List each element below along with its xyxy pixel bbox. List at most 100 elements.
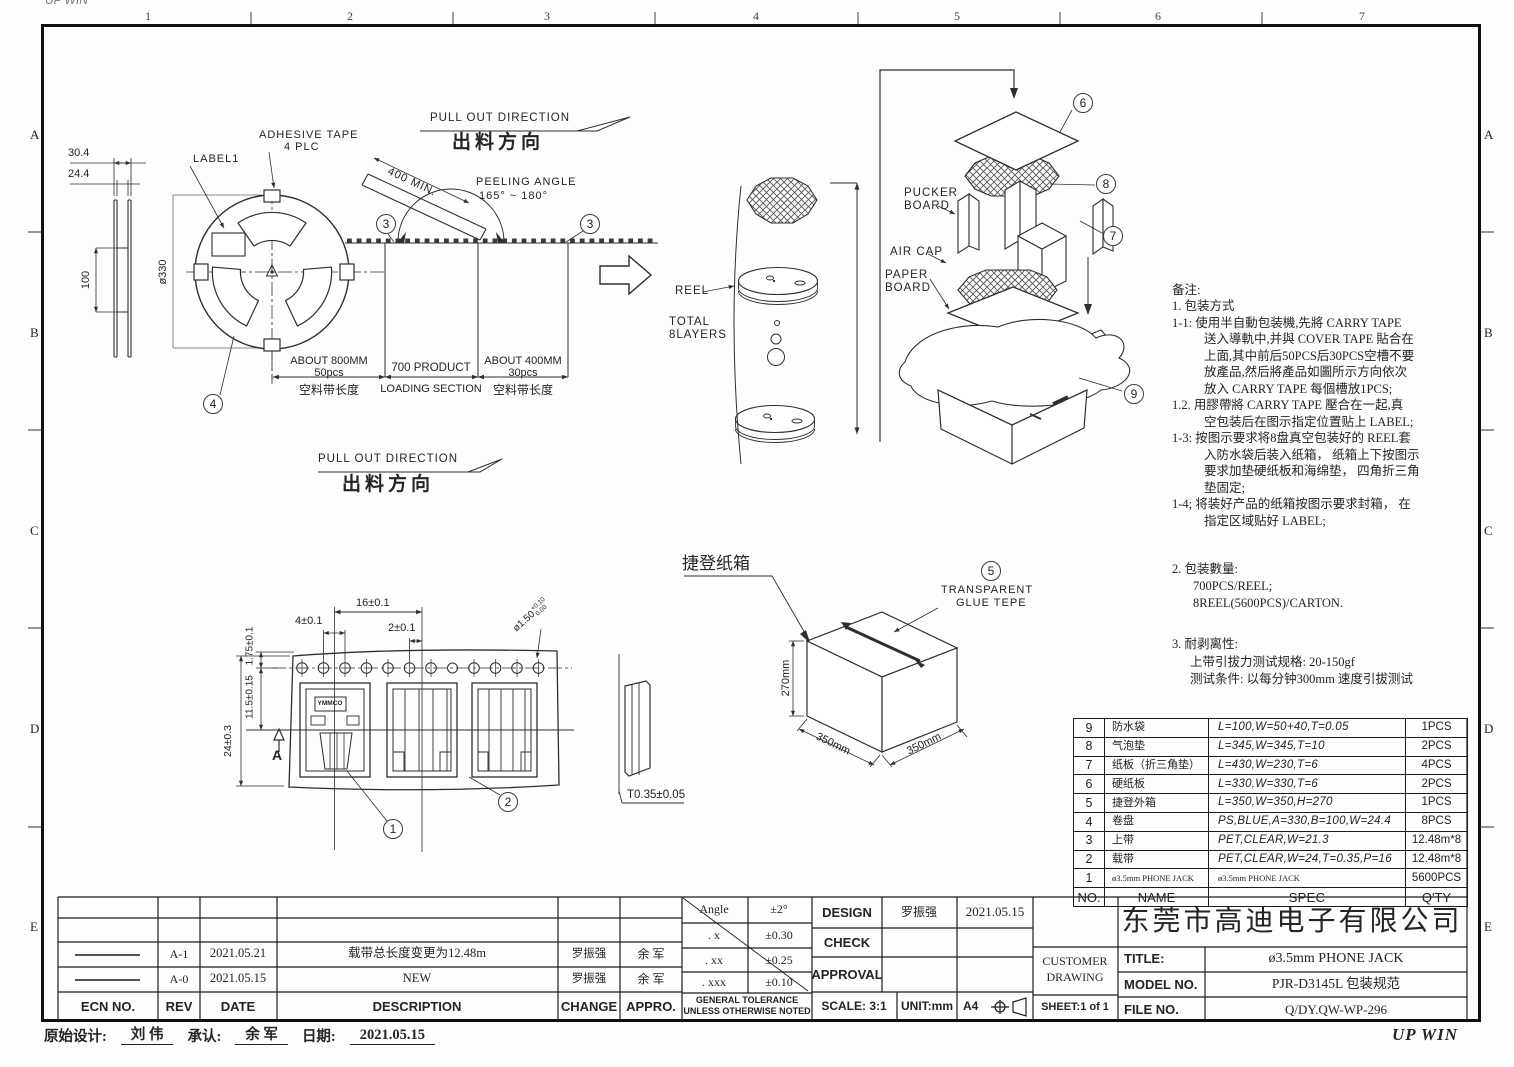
rev-header-appro: APPRO.	[626, 999, 676, 1014]
pullout-direction-top-cn: 出料方向	[452, 132, 545, 153]
notes-line: 放產品,然后將產品如圖所示方向依次	[1204, 365, 1408, 379]
check-label: CHECK	[823, 935, 871, 950]
reel-dim-outer: 30.4	[68, 147, 90, 159]
tol-item-x: . x	[708, 928, 720, 942]
title-label: TITLE:	[1124, 951, 1165, 966]
notes-line: 送入導軌中,并與 COVER TAPE 貼合在	[1204, 332, 1414, 346]
sheet-value: SHEET:1 of 1	[1041, 1001, 1109, 1013]
pullout-direction-2-cn: 出料方向	[342, 474, 435, 495]
dim-16: 16±0.1	[356, 597, 390, 609]
model-value: PJR-D3145L 包装规范	[1271, 976, 1401, 991]
sec-right-pcs: 30pcs	[508, 367, 538, 379]
adhesive-tape-label: ADHESIVE TAPE	[259, 129, 359, 141]
balloon-5: 5	[981, 561, 1001, 581]
product-marking: YMMCO	[317, 700, 343, 707]
section-a-letter: A	[272, 747, 283, 763]
sec-right-mm: ABOUT 400MM	[484, 355, 562, 367]
grid-ref-left-c: C	[30, 523, 39, 538]
part-spec: ø3.5mm PHONE JACK	[1208, 868, 1406, 889]
balloon-2: 2	[498, 792, 518, 812]
part-name: 上带	[1104, 830, 1209, 851]
tol-note-1: GENERAL TOLERANCE	[695, 995, 799, 1005]
sec-left-mm: ABOUT 800MM	[290, 355, 368, 367]
notes-line: 1. 包装方式	[1172, 299, 1235, 313]
sec-left-pcs: 50pcs	[314, 367, 344, 379]
tol-item-angle: Angle	[699, 902, 729, 916]
part-no: 9	[1073, 718, 1105, 738]
grid-ref-top-1: 1	[145, 9, 151, 23]
part-spec: PS,BLUE,A=330,B=100,W=24.4	[1208, 811, 1406, 832]
designer-name: 罗振强	[900, 905, 938, 919]
part-spec: L=100,W=50+40,T=0.05	[1208, 718, 1406, 738]
part-qty: 12.48m*8	[1405, 830, 1468, 851]
grid-ref-top-7: 7	[1359, 9, 1365, 23]
notes-line: 1-3: 按图示要求将8盘真空包装好的 REEL套	[1172, 431, 1411, 445]
tape-thickness: T0.35±0.05	[627, 789, 686, 801]
notes-line: 上带引拔力测试规格: 20-150gf	[1190, 655, 1355, 669]
balloon-4: 4	[203, 394, 223, 414]
total-label: TOTAL	[669, 316, 710, 328]
grid-ref-right-e: E	[1484, 919, 1492, 934]
customer-drawing-1: CUSTOMER	[1042, 954, 1108, 968]
grid-ref-left-b: B	[30, 325, 39, 340]
part-qty: 5600PCS	[1405, 868, 1468, 889]
notes-line: 测试条件: 以每分钟300mm 速度引拔测试	[1190, 672, 1413, 686]
rev-a0-desc: NEW	[402, 971, 432, 985]
notes-line: 1.2. 用膠帶將 CARRY TAPE 壓合在一起,真	[1172, 398, 1404, 412]
rev-a1-change: 罗振强	[571, 948, 607, 960]
carton-view	[684, 575, 968, 768]
glue-tape-label-2: GLUE TEPE	[956, 597, 1027, 609]
grid-ref-right-c: C	[1484, 523, 1493, 538]
flow-arrow-icon	[599, 254, 653, 296]
rev-header-rev: REV	[165, 999, 193, 1014]
footer-design-label: 原始设计:	[44, 1029, 107, 1045]
part-qty: 4PCS	[1405, 755, 1468, 776]
notes-line: 2. 包装數量:	[1172, 562, 1238, 576]
peeling-angle-label: PEELING ANGLE	[476, 176, 577, 188]
part-name: 纸板（折三角垫）	[1104, 755, 1209, 776]
notes-line: 空包装后在图示指定位置贴上 LABEL;	[1204, 415, 1414, 429]
footer-design-name: 刘 伟	[120, 1027, 174, 1046]
logo-bottom: UP WIN	[1392, 1025, 1458, 1044]
part-no: 3	[1073, 830, 1105, 851]
scale-value: SCALE: 3:1	[821, 999, 887, 1013]
balloon-6: 6	[1073, 93, 1093, 113]
reel-stack-view	[702, 69, 1018, 465]
notes-line: 8REEL(5600PCS)/CARTON.	[1193, 596, 1344, 610]
pullout-strip	[318, 116, 658, 473]
notes-line: 要求加垫硬纸板和海绵垫， 四角折三角	[1204, 464, 1420, 478]
grid-ref-top-3: 3	[544, 9, 550, 23]
balloon-7: 7	[1103, 226, 1123, 246]
notes-line: 指定区域贴好 LABEL;	[1204, 514, 1326, 528]
rev-header-date: DATE	[220, 999, 256, 1014]
notes-line: 700PCS/REEL;	[1193, 579, 1273, 593]
part-qty: 1PCS	[1405, 793, 1468, 813]
rev-a1-rev: A-1	[169, 947, 189, 961]
rev-a1-date: 2021.05.21	[209, 946, 267, 960]
tol-val-x: ±0.30	[765, 928, 793, 942]
balloon-1: 1	[383, 819, 403, 839]
peeling-angle-value: 165° ~ 180°	[479, 190, 549, 202]
part-name: 载带	[1104, 849, 1209, 870]
layers-label: 8LAYERS	[669, 329, 727, 341]
balloon-3-left: 3	[376, 214, 396, 234]
part-qty: 8PCS	[1405, 811, 1468, 832]
tol-val-xxx: ±0.10	[765, 975, 793, 989]
rev-a1-desc: 载带总长度变更为12.48m	[348, 946, 486, 960]
rev-header-ecn: ECN NO.	[80, 999, 136, 1014]
part-no: 1	[1073, 868, 1105, 889]
frame-group	[28, 12, 1494, 1022]
tol-val-angle: ±2°	[770, 902, 788, 916]
balloon-3-right: 3	[580, 214, 600, 234]
sec-left-cn: 空料带长度	[298, 383, 360, 397]
rev-a0-rev: A-0	[169, 972, 189, 986]
tol-item-xx: . xx	[705, 953, 723, 967]
notes-line: 3. 耐剥离性:	[1172, 637, 1238, 651]
